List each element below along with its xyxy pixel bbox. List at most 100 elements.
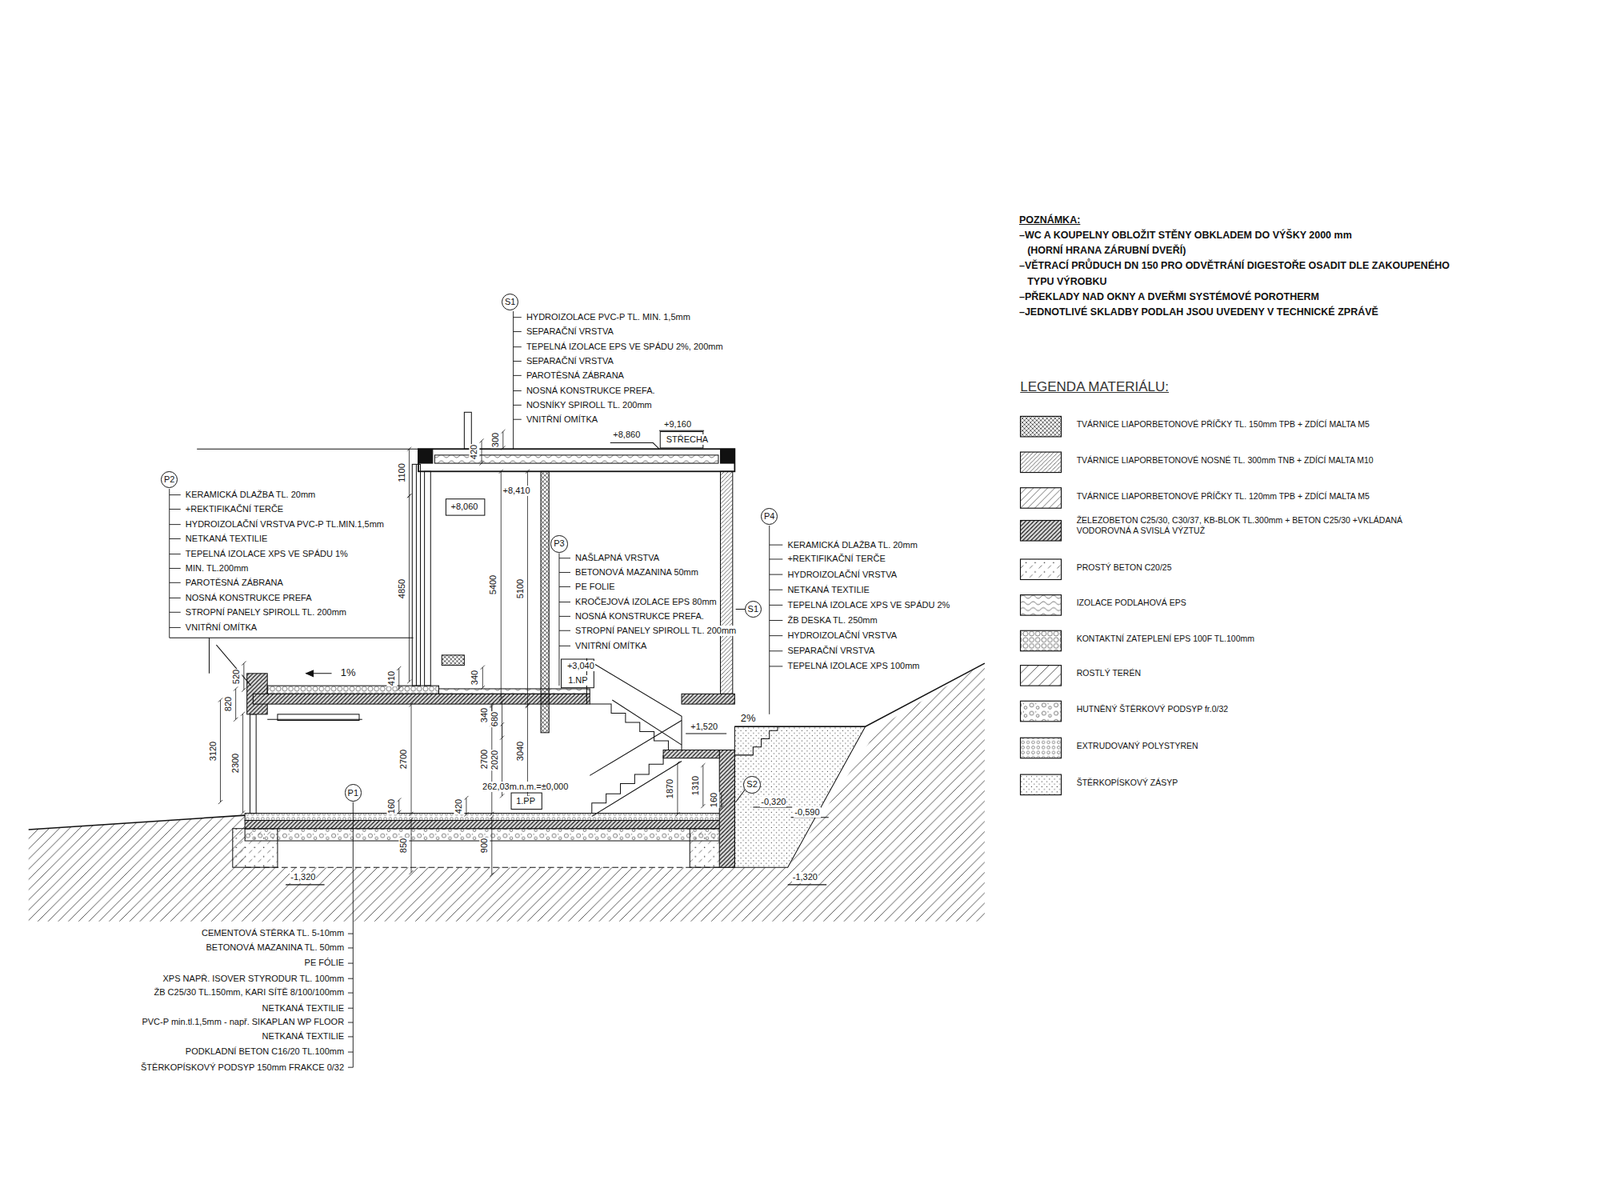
callout-marker: P2 bbox=[160, 471, 178, 488]
layer-callout: TEPELNÁ IZOLACE EPS VE SPÁDU 2%, 200mm bbox=[525, 341, 724, 352]
dimension-line bbox=[500, 699, 504, 740]
dimension-line bbox=[719, 791, 724, 810]
layer-callout: +REKTIFIKAČNÍ TERČE bbox=[184, 504, 284, 515]
level-mark: -0,590 bbox=[793, 807, 820, 818]
layer-callout: BETONOVÁ MAZANINA TL. 50mm bbox=[205, 942, 346, 953]
dimension-line bbox=[499, 469, 504, 700]
level-mark: -1,320 bbox=[289, 872, 316, 883]
dimension-value: 2700 bbox=[479, 748, 490, 770]
dimension-line bbox=[241, 661, 246, 692]
callout-marker: S1 bbox=[501, 293, 519, 311]
level-mark: +3,040 bbox=[566, 660, 596, 672]
layer-callout: TEPELNÁ IZOLACE XPS VE SPÁDU 2% bbox=[786, 600, 951, 611]
legend-text: ROSTLÝ TERÉN bbox=[1076, 668, 1141, 679]
dimension-value: 5100 bbox=[515, 578, 526, 600]
level-mark: -1,320 bbox=[792, 872, 819, 883]
callout-marker: P3 bbox=[550, 535, 568, 552]
callout-marker: S1 bbox=[744, 600, 762, 618]
layer-callout: SEPARAČNÍ VRSTVA bbox=[525, 356, 615, 367]
layer-callout: TEPELNÁ IZOLACE XPS VE SPÁDU 1% bbox=[184, 548, 349, 560]
layer-callout: STROPNÍ PANELY SPIROLL TL. 200mm bbox=[574, 625, 737, 636]
layer-callout: KERAMICKÁ DLAŽBA TL. 20mm bbox=[184, 489, 316, 500]
legend-swatch bbox=[1020, 630, 1062, 652]
legend-swatch bbox=[1020, 488, 1062, 509]
leader-line bbox=[169, 488, 181, 638]
note-text: –PŘEKLADY NAD OKNY A DVEŘMI SYSTÉMOVÉ PO… bbox=[1018, 291, 1320, 304]
dimension-line bbox=[479, 438, 484, 465]
layer-callout: HYDROIZOLAČNÍ VRSTVA PVC-P TL.MIN.1,5mm bbox=[184, 519, 385, 530]
layer-callout: ŽB C25/30 TL.150mm, KARI SÍTĚ 8/100/100m… bbox=[152, 987, 345, 998]
legend-swatch bbox=[1020, 416, 1062, 437]
dimension-line bbox=[480, 665, 485, 691]
leader-line bbox=[769, 525, 784, 715]
dimension-value: 300 bbox=[490, 432, 501, 448]
leader-line bbox=[348, 802, 353, 1068]
dimension-value: 2700 bbox=[399, 748, 410, 770]
level-mark: +8,410 bbox=[502, 485, 532, 496]
callout-number: S1 bbox=[748, 604, 759, 614]
legend-swatch bbox=[1020, 737, 1062, 759]
dimension-value: 2300 bbox=[230, 752, 241, 774]
legend-text: KONTAKTNÍ ZATEPLENÍ EPS 100F TL.100mm bbox=[1076, 633, 1255, 644]
callout-marker: P4 bbox=[760, 508, 778, 525]
layer-callout: HYDROIZOLAČNÍ VRSTVA bbox=[786, 630, 898, 641]
dimension-line bbox=[240, 712, 245, 816]
dimension-line bbox=[407, 447, 412, 499]
dimension-value: 520 bbox=[231, 668, 242, 684]
level-mark: +8,060 bbox=[450, 501, 480, 512]
legend-text: IZOLACE PODLAHOVÁ EPS bbox=[1076, 597, 1187, 608]
dimension-line bbox=[489, 815, 494, 877]
legend-swatch bbox=[1020, 559, 1062, 580]
legend-swatch bbox=[1020, 774, 1062, 796]
dimension-value: 900 bbox=[479, 837, 490, 854]
layer-callout: NETKANÁ TEXTILIE bbox=[786, 584, 871, 596]
level-mark: 1.NP bbox=[567, 675, 588, 686]
layer-callout: PAROTĚSNÁ ZÁBRANA bbox=[184, 577, 284, 588]
layer-callout: KERAMICKÁ DLAŽBA TL. 20mm bbox=[786, 540, 918, 551]
legend-text: EXTRUDOVANÝ POLYSTYREN bbox=[1076, 740, 1199, 752]
dimension-value: 420 bbox=[469, 444, 480, 460]
legend-text: ŽELEZOBETON C25/30, C30/37, KB-BLOK TL.3… bbox=[1076, 515, 1421, 536]
dimension-line bbox=[396, 666, 401, 692]
dimension-line bbox=[700, 763, 705, 808]
dimension-line bbox=[396, 797, 401, 814]
level-mark: 262,03m.n.m.=±0,000 bbox=[481, 781, 569, 792]
layer-callout: +REKTIFIKAČNÍ TERČE bbox=[786, 553, 886, 564]
dimension-value: 5400 bbox=[488, 574, 500, 596]
layer-callout: VNITŘNÍ OMÍTKA bbox=[184, 622, 258, 633]
layer-callout: MIN. TL.200mm bbox=[184, 563, 250, 574]
slope-mark: 1% bbox=[340, 666, 357, 680]
callout-number: P4 bbox=[764, 512, 775, 521]
note-text: –VĚTRACÍ PRŮDUCH DN 150 PRO ODVĚTRÁNÍ DI… bbox=[1018, 260, 1451, 272]
dimension-value: 160 bbox=[708, 792, 720, 808]
layer-callout: NOSNÁ KONSTRUKCE PREFA bbox=[184, 592, 313, 604]
layer-callout: NETKANÁ TEXTILIE bbox=[261, 1003, 346, 1014]
layer-callout: NAŠLAPNÁ VRSTVA bbox=[574, 552, 660, 564]
layer-callout: STROPNÍ PANELY SPIROLL TL. 200mm bbox=[184, 607, 348, 618]
layer-callout: PE FOLIE bbox=[574, 581, 616, 592]
layer-callout: BETONOVÁ MAZANINA 50mm bbox=[574, 567, 700, 578]
layer-callout: PODKLADNÍ BETON C16/20 TL.100mm bbox=[184, 1046, 345, 1057]
dimension-line bbox=[500, 429, 505, 451]
dimension-value: 420 bbox=[453, 797, 464, 814]
note-text: POZNÁMKA: bbox=[1018, 214, 1081, 227]
legend-swatch bbox=[1020, 700, 1062, 722]
legend-text: HUTNĚNÝ ŠTĚRKOVÝ PODSYP fr.0/32 bbox=[1076, 704, 1228, 715]
legend-swatch bbox=[1020, 452, 1062, 473]
dimension-value: 1310 bbox=[690, 775, 701, 796]
legend-text: PROSTÝ BETON C20/25 bbox=[1076, 562, 1172, 573]
layer-callout: NETKANÁ TEXTILIE bbox=[261, 1031, 346, 1042]
callout-number: S1 bbox=[504, 297, 516, 307]
layer-callout: NOSNÁ KONSTRUKCE PREFA. bbox=[525, 385, 656, 396]
layer-callout: NOSNÍKY SPIROLL TL. 200mm bbox=[525, 400, 653, 411]
dimension-value: 340 bbox=[470, 669, 481, 686]
dimension-value: 820 bbox=[223, 696, 234, 712]
legend-swatch bbox=[1020, 595, 1062, 616]
dimension-line bbox=[675, 761, 680, 817]
slope-mark: 2% bbox=[740, 712, 757, 725]
layer-callout: TEPELNÁ IZOLACE XPS 100mm bbox=[786, 660, 920, 672]
level-mark: +8,860 bbox=[612, 429, 641, 440]
legend-heading: LEGENDA MATERIÁLU: bbox=[1019, 379, 1170, 396]
layer-callout: VNITŘNÍ OMÍTKA bbox=[574, 640, 648, 652]
callout-number: P1 bbox=[348, 788, 359, 798]
